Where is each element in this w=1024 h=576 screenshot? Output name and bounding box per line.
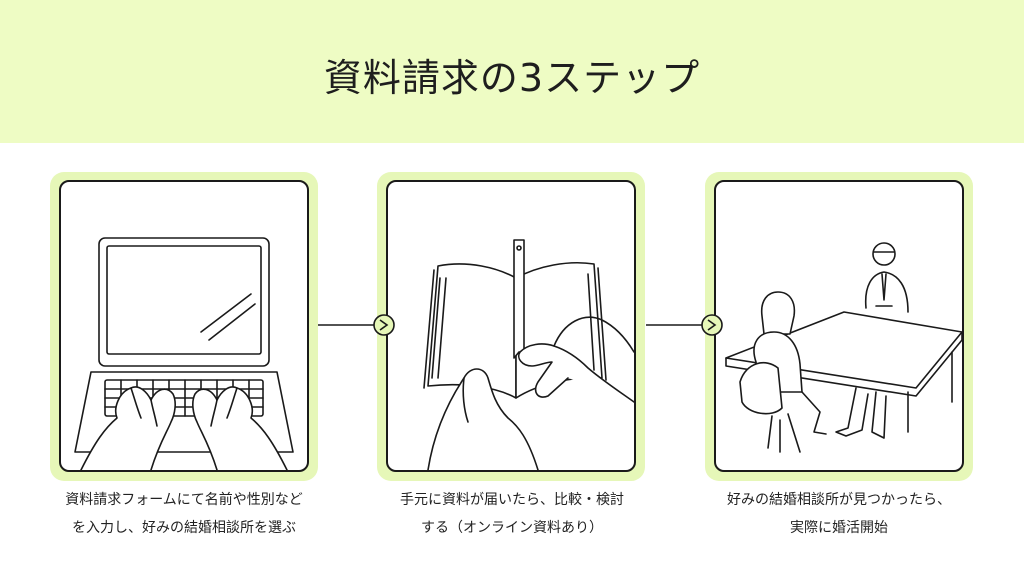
step-2-caption-line-1: 手元に資料が届いたら、比較・検討 <box>400 492 624 508</box>
step-2-card <box>377 172 645 481</box>
page-title: 資料請求の3ステップ <box>323 56 701 100</box>
step-3-card <box>705 172 973 481</box>
step-1-caption-line-2: を入力し、好みの結婚相談所を選ぶ <box>72 520 296 536</box>
step-3-caption-line-1: 好みの結婚相談所が見つかったら、 <box>727 492 951 508</box>
step-3-caption: 好みの結婚相談所が見つかったら、 実際に婚活開始 <box>689 486 989 542</box>
step-2-illustration-frame <box>386 180 636 472</box>
step-2-to-3-arrow <box>646 314 723 336</box>
step-1-illustration-frame <box>59 180 309 472</box>
step-1-to-2-arrow <box>318 314 395 336</box>
header-band: 資料請求の3ステップ <box>0 0 1024 143</box>
consultation-meeting-icon <box>725 242 962 453</box>
open-book-icon <box>423 239 634 470</box>
step-3-illustration-frame <box>714 180 964 472</box>
step-3-caption-line-2: 実際に婚活開始 <box>790 520 888 536</box>
step-2-caption: 手元に資料が届いたら、比較・検討 する（オンライン資料あり） <box>362 486 662 542</box>
laptop-typing-icon <box>74 237 294 470</box>
step-1-caption: 資料請求フォームにて名前や性別など を入力し、好みの結婚相談所を選ぶ <box>34 486 334 542</box>
step-2-caption-line-2: する（オンライン資料あり） <box>421 520 603 536</box>
step-1-card <box>50 172 318 481</box>
step-1-caption-line-1: 資料請求フォームにて名前や性別など <box>65 492 303 508</box>
